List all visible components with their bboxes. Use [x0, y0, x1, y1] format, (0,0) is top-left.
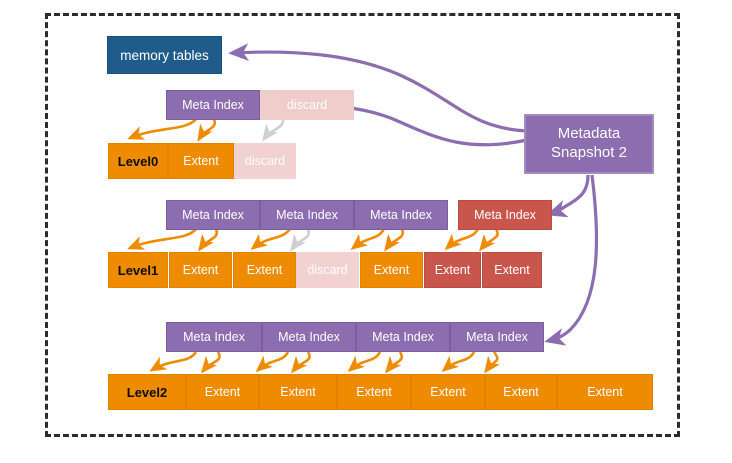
level0-meta-index-0[interactable]: Meta Index — [166, 90, 260, 120]
level0-extent-discard[interactable]: discard — [234, 143, 296, 179]
level2-extent-0[interactable]: Extent — [186, 374, 259, 410]
snapshot-title-line2: Snapshot 2 — [551, 144, 627, 161]
level2-extent-1[interactable]: Extent — [259, 374, 337, 410]
level2-extent-2[interactable]: Extent — [337, 374, 411, 410]
level2-meta-index-1-label: Meta Index — [278, 330, 340, 344]
level1-extent-4[interactable]: Extent — [482, 252, 542, 288]
level0-extent-discard-label: discard — [244, 154, 286, 168]
level2-meta-index-3[interactable]: Meta Index — [450, 322, 544, 352]
level2-row-label-text: Level2 — [126, 384, 168, 400]
level2-extent-3[interactable]: Extent — [411, 374, 485, 410]
level1-extent-2[interactable]: Extent — [360, 252, 423, 288]
level1-row-label-text: Level1 — [117, 262, 159, 278]
level1-meta-index-3[interactable]: Meta Index — [458, 200, 552, 230]
memory-tables-box[interactable]: memory tables — [107, 36, 222, 74]
level2-meta-index-2[interactable]: Meta Index — [356, 322, 450, 352]
level1-extent-3-label: Extent — [434, 263, 471, 277]
level2-extent-5[interactable]: Extent — [557, 374, 653, 410]
level2-extent-1-label: Extent — [280, 385, 316, 399]
metadata-snapshot-2-box[interactable]: Metadata Snapshot 2 — [524, 114, 654, 174]
level1-extent-discard[interactable]: discard — [296, 252, 359, 288]
level2-extent-0-label: Extent — [204, 385, 241, 399]
level0-meta-index-discard[interactable]: discard — [260, 90, 354, 120]
level1-meta-index-0-label: Meta Index — [182, 208, 244, 222]
level1-meta-index-1[interactable]: Meta Index — [260, 200, 354, 230]
level0-meta-index-discard-label: discard — [286, 98, 328, 112]
level0-row-label-text: Level0 — [117, 153, 159, 169]
level2-extent-2-label: Extent — [356, 385, 392, 399]
level1-meta-index-2-label: Meta Index — [370, 208, 432, 222]
level2-extent-3-label: Extent — [430, 385, 466, 399]
level0-meta-index-0-label: Meta Index — [182, 98, 244, 112]
snapshot-title-line1: Metadata — [557, 125, 621, 143]
level2-extent-4[interactable]: Extent — [485, 374, 557, 410]
level0-extent-0-label: Extent — [183, 154, 219, 168]
level1-meta-index-2[interactable]: Meta Index — [354, 200, 448, 230]
level1-extent-2-label: Extent — [373, 263, 410, 277]
level2-row-label[interactable]: Level2 — [108, 374, 186, 410]
level2-meta-index-0[interactable]: Meta Index — [166, 322, 262, 352]
level1-extent-0[interactable]: Extent — [169, 252, 232, 288]
level2-extent-5-label: Extent — [587, 385, 623, 399]
level2-meta-index-3-label: Meta Index — [466, 330, 528, 344]
level1-extent-4-label: Extent — [494, 263, 530, 277]
level2-meta-index-0-label: Meta Index — [183, 330, 245, 344]
level2-extent-4-label: Extent — [503, 385, 539, 399]
level1-row-label[interactable]: Level1 — [108, 252, 168, 288]
level1-extent-1-label: Extent — [246, 263, 283, 277]
level1-extent-0-label: Extent — [182, 263, 219, 277]
level2-meta-index-1[interactable]: Meta Index — [262, 322, 356, 352]
level0-row-label[interactable]: Level0 — [108, 143, 168, 179]
memory-tables-label: memory tables — [120, 47, 209, 63]
level1-extent-1[interactable]: Extent — [233, 252, 296, 288]
level1-meta-index-3-label: Meta Index — [474, 208, 536, 222]
level0-extent-0[interactable]: Extent — [168, 143, 234, 179]
level2-meta-index-2-label: Meta Index — [372, 330, 434, 344]
level1-extent-3[interactable]: Extent — [424, 252, 481, 288]
dashed-boundary-frame — [45, 13, 680, 437]
level1-meta-index-1-label: Meta Index — [276, 208, 338, 222]
level1-meta-index-0[interactable]: Meta Index — [166, 200, 260, 230]
level1-extent-discard-label: discard — [307, 263, 348, 277]
